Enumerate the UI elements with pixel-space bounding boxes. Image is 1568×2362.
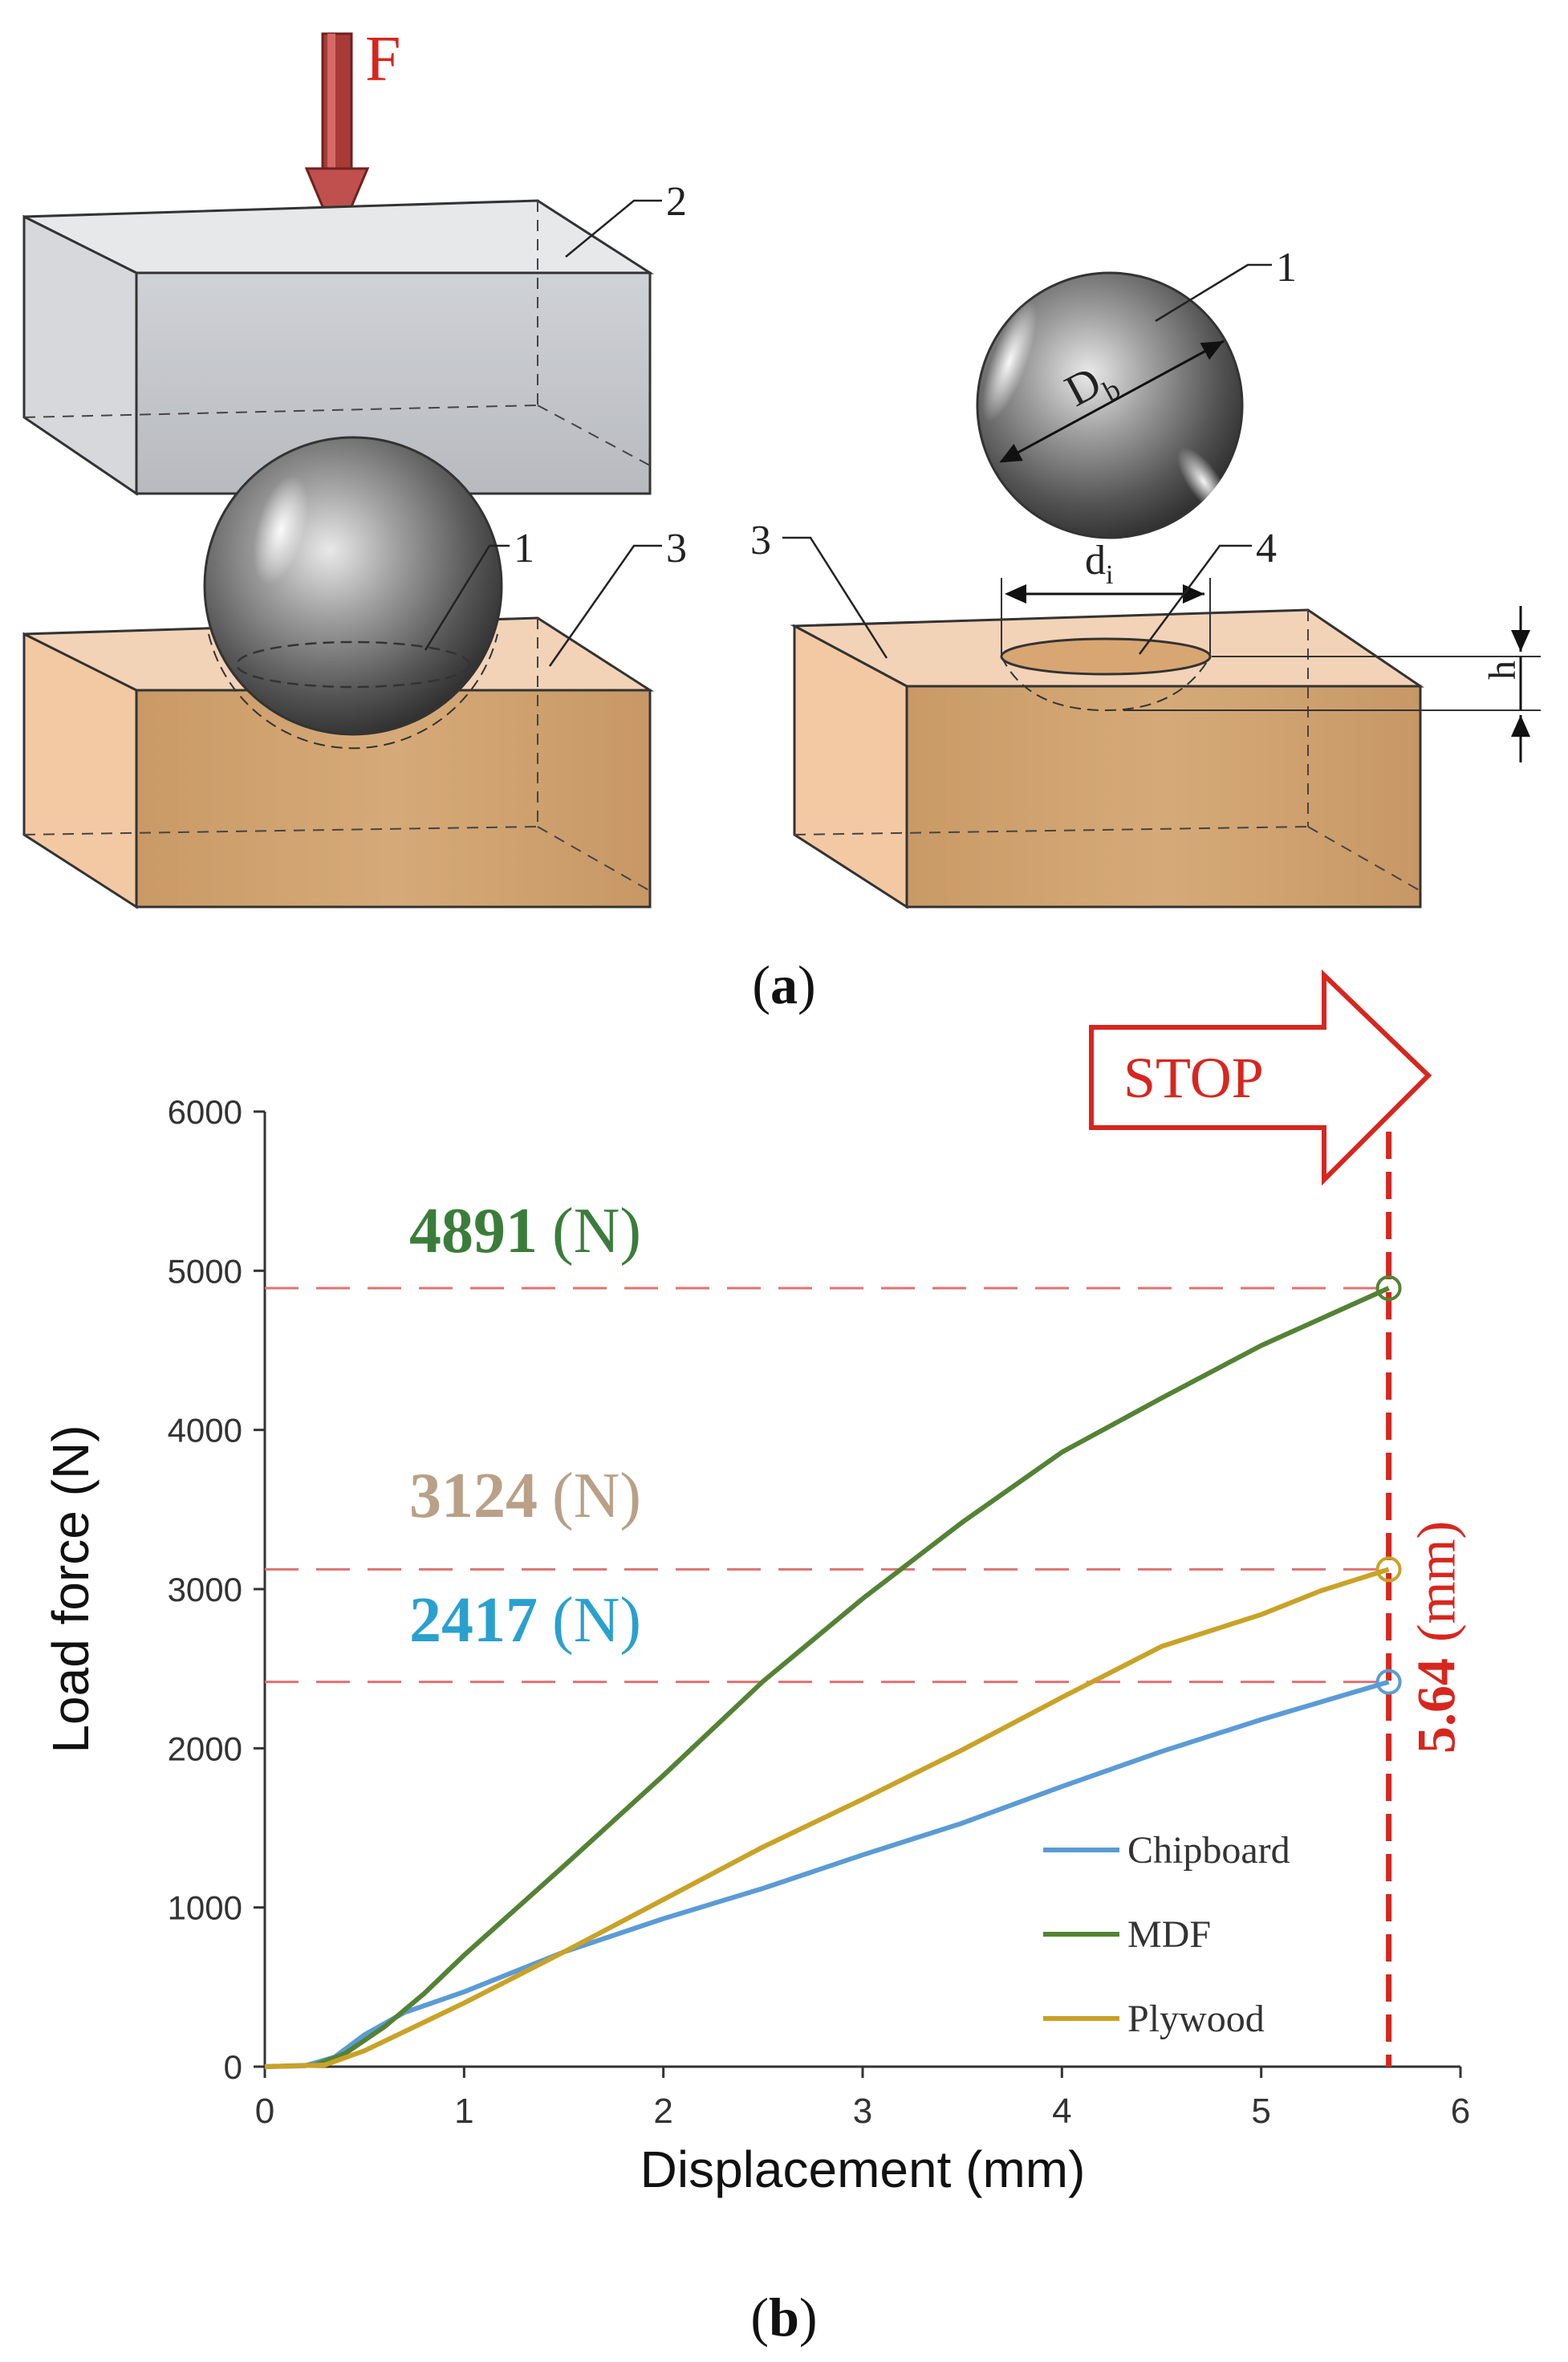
annotation-4891: 4891(N) — [409, 1196, 641, 1266]
annotation-3124: 3124(N) — [409, 1461, 641, 1531]
force-label: F — [365, 24, 401, 95]
indent-diameter-dimension — [1001, 578, 1211, 654]
y-axis-title: Load force (N) — [42, 1425, 100, 1753]
callout-plate-number: 2 — [666, 179, 687, 225]
panel-a-diagram: F — [22, 24, 1541, 1015]
x-tick-label: 5 — [1251, 2092, 1270, 2131]
series-line-chipboard — [264, 1679, 1390, 2069]
indent-depth-label: h — [1481, 661, 1524, 680]
indent-diameter-label: di — [1085, 538, 1113, 590]
force-arrow — [304, 32, 370, 244]
callouts — [424, 199, 1272, 667]
callout-base-right-number: 3 — [750, 518, 771, 563]
stop-label: STOP — [1123, 1046, 1264, 1110]
x-tick-label: 0 — [255, 2092, 274, 2131]
x-tick-label: 4 — [1052, 2092, 1071, 2131]
steel-ball-left — [203, 436, 503, 750]
load-displacement-chart: 0 1 2 3 4 5 6 0 1000 2000 3000 4000 5000 6000Displace… — [42, 969, 1470, 2348]
indentation — [1000, 637, 1212, 712]
annotation-2417: 2417(N) — [409, 1585, 641, 1656]
callout-ball-right-number: 1 — [1276, 245, 1297, 291]
caption-a: (a) — [752, 954, 815, 1015]
y-tick-label: 6000 — [168, 1093, 242, 1131]
chart-axes: 0 1 2 3 4 5 6 0 1000 2000 3000 4000 5000 6000Displace… — [42, 1093, 1470, 2198]
legend-label: MDF — [1127, 1913, 1211, 1956]
endpoint-marker-plywood — [1375, 1556, 1402, 1583]
series-layer — [264, 1275, 1402, 2069]
x-tick-label: 3 — [853, 2092, 872, 2131]
y-tick-label: 3000 — [168, 1571, 242, 1608]
callout-indent-number: 4 — [1256, 526, 1277, 571]
endpoint-marker-mdf — [1375, 1275, 1402, 1301]
steel-ball-right — [976, 271, 1244, 539]
y-tick-label: 4000 — [168, 1412, 242, 1449]
y-tick-label: 0 — [224, 2048, 242, 2086]
y-tick-label: 2000 — [168, 1730, 242, 1767]
series-line-plywood — [264, 1567, 1390, 2069]
y-tick-label: 5000 — [168, 1252, 242, 1290]
x-axis-title: Displacement (mm) — [640, 2140, 1086, 2198]
callout-ball-left-number: 1 — [514, 526, 534, 571]
y-tick-label: 1000 — [168, 1889, 242, 1927]
x-tick-label: 2 — [653, 2092, 672, 2131]
legend-label: Plywood — [1127, 1998, 1265, 2040]
legend-label: Chipboard — [1127, 1829, 1290, 1872]
endpoint-marker-chipboard — [1375, 1669, 1402, 1695]
caption-b: (b) — [750, 2287, 817, 2348]
reference-lines — [265, 1132, 1392, 2067]
stop-value-label: 5.64(mm) — [1406, 1521, 1467, 1754]
callout-base-left-number: 3 — [666, 526, 687, 571]
wood-sample-left — [22, 616, 655, 909]
stop-arrow — [1089, 969, 1432, 1186]
wood-sample-right — [790, 608, 1424, 909]
x-tick-label: 1 — [454, 2092, 473, 2131]
indent-depth-dimension — [1123, 606, 1541, 762]
series-line-mdf — [264, 1286, 1390, 2069]
x-tick-label: 6 — [1451, 2092, 1470, 2131]
